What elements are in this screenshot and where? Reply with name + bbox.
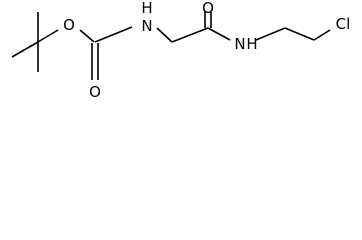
carbamate-nitrogen-label: N (141, 17, 152, 35)
carbamate-hydrogen-label: H (141, 0, 152, 17)
amide-carbonyl-oxygen-label: O (202, 0, 214, 17)
bond-nitrogen-to-methylene (156, 27, 173, 43)
bond-ethyl-chain (284, 27, 315, 41)
ester-oxygen-label: O (63, 16, 75, 34)
amide-nitrogen-label: N (234, 35, 245, 53)
bond-nitrogen-to-ethyl (255, 27, 286, 41)
chemical-structure: O O N H O N H Cl (11, 0, 351, 101)
bond-ethyl-to-chlorine (313, 29, 331, 41)
bond-methylene-to-amide-carbon (171, 27, 209, 43)
bond-oxygen-to-carbamate-carbon (79, 29, 95, 43)
bond-tbu-methyl-left (11, 41, 39, 58)
amide-hydrogen-label: H (246, 35, 257, 53)
bond-carbamate-carbon-to-nitrogen (94, 26, 133, 43)
bond-tbu-to-oxygen (37, 29, 59, 43)
bond-amide-carbon-to-nitrogen (207, 27, 231, 41)
chlorine-label: Cl (336, 15, 351, 33)
carbamate-carbonyl-oxygen-label: O (89, 83, 101, 101)
